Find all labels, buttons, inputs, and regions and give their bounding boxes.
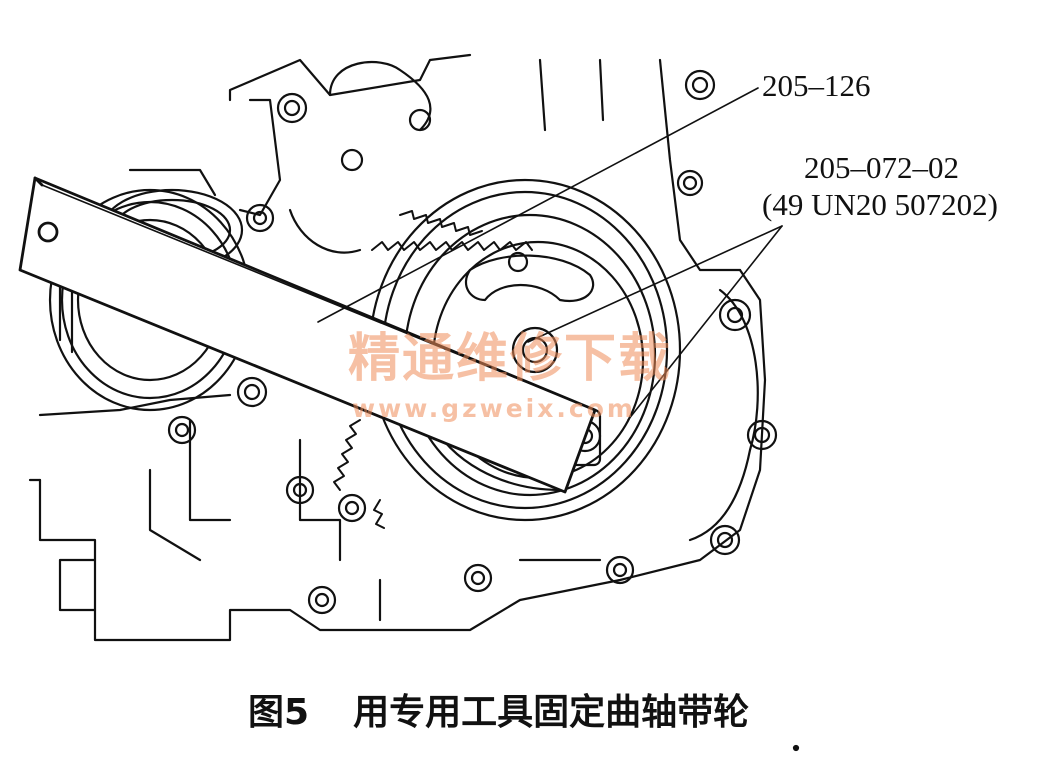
watermark-chinese: 精通维修下载: [348, 329, 673, 389]
holding-bar-tool: [18, 176, 597, 494]
stray-mark: [792, 744, 800, 752]
leader-line-holder-upper: [527, 225, 783, 343]
figure-number: 图5: [248, 692, 310, 733]
bolts: [167, 69, 778, 615]
leader-line-holder-lower: [627, 225, 783, 421]
label-holding-bar-tool: 205–126: [762, 68, 871, 103]
watermark-url: www.gzweix.com: [352, 394, 636, 423]
figure-caption: 图5 用专用工具固定曲轴带轮: [248, 695, 749, 731]
label-pulley-holder-alt-number: (49 UN20 507202): [762, 187, 998, 222]
label-pulley-holder: 205–072–02: [804, 150, 959, 185]
leader-lines: [317, 87, 783, 421]
figure-caption-text: 用专用工具固定曲轴带轮: [353, 692, 750, 733]
engine-block-outline: [28, 53, 767, 642]
leader-line-tool: [317, 87, 759, 323]
